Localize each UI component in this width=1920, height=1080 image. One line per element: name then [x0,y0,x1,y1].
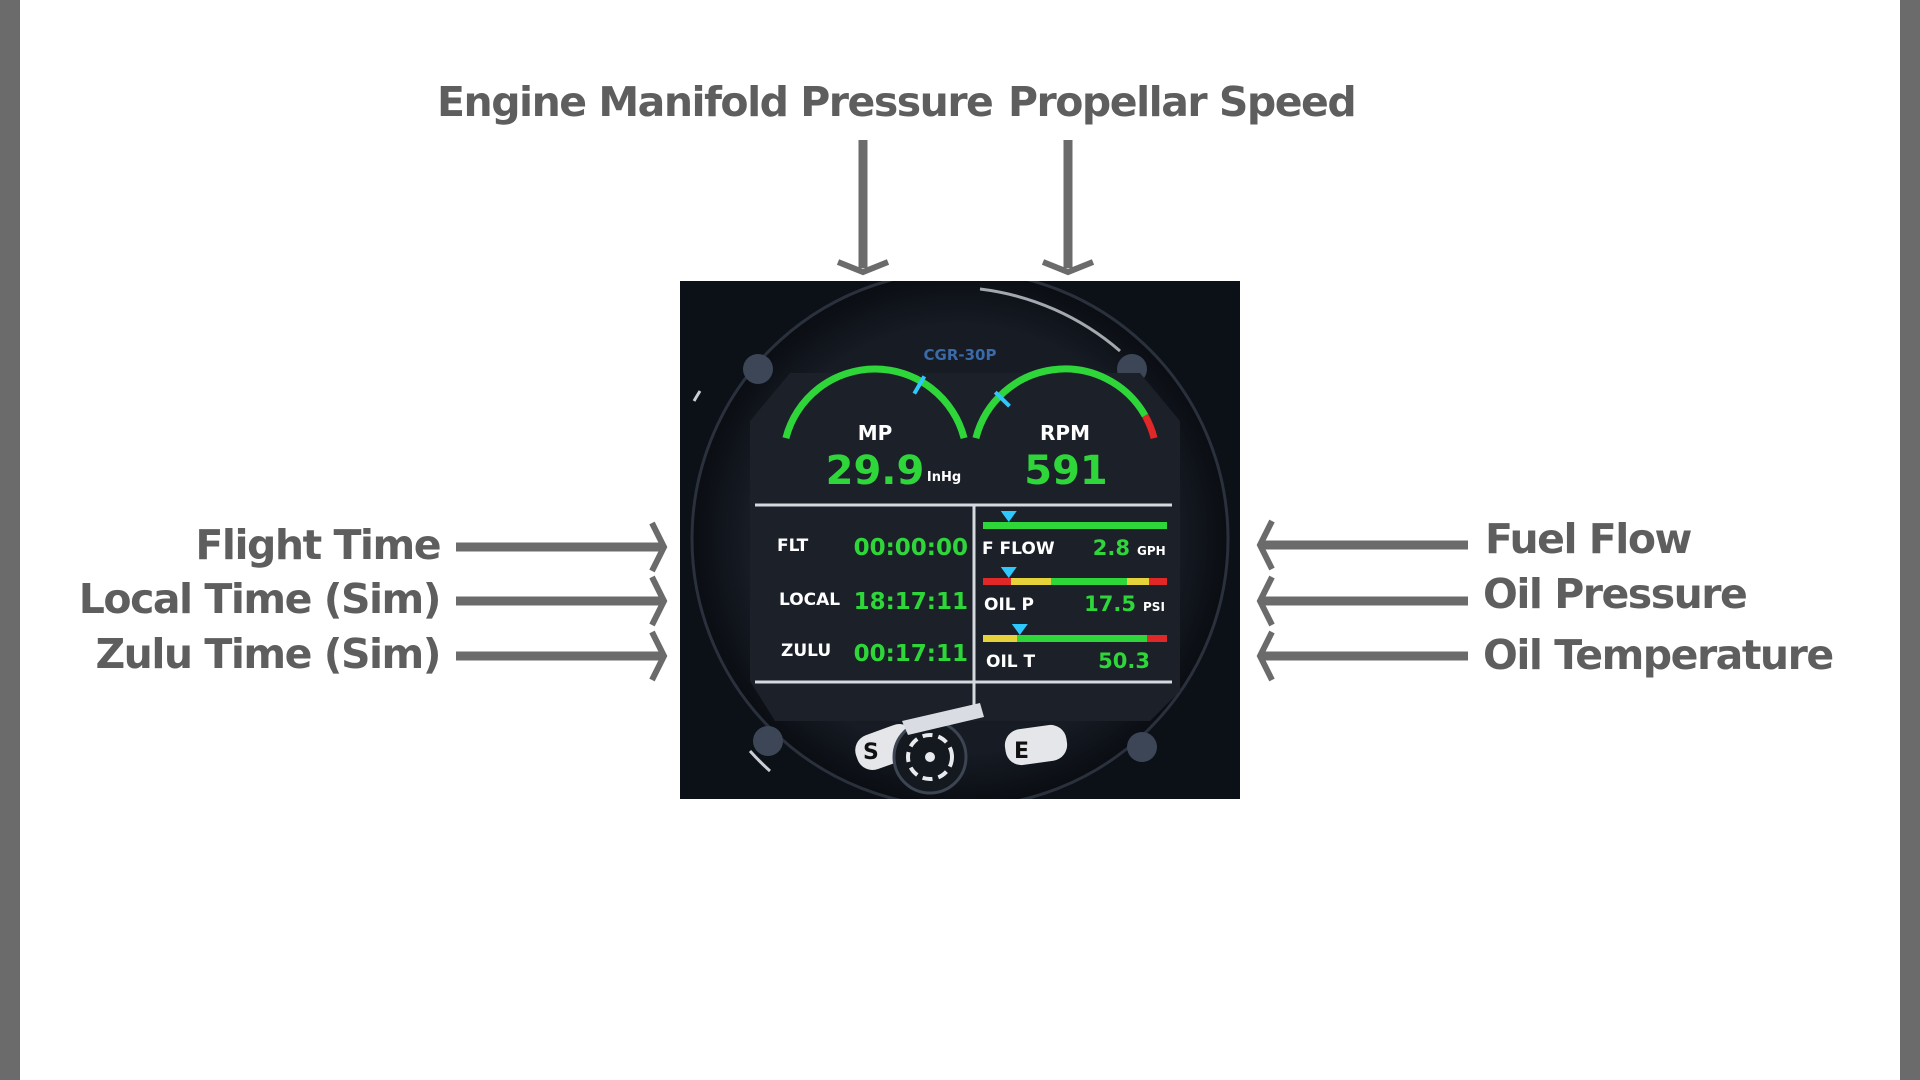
manifold-pressure-label: Engine Manifold Pressure [437,78,994,126]
instrument-graphic: CGR-30P MP 29.9 InHg RPM 591 FLT 00:00:0… [680,281,1240,799]
rpm-label: RPM [1040,421,1090,445]
fuel-flow-pointer [1000,511,1017,522]
arrow-manifold-pressure [836,140,890,276]
arrow-oil-pressure [1256,575,1468,627]
screw-icon [753,726,783,756]
screw-icon [1127,732,1157,762]
oil-temperature-bar-label: OIL T [986,652,1036,672]
right-border [1900,0,1920,1080]
oil-pressure-bar: OIL P 17.5 PSI [983,567,1167,616]
rpm-redline [1142,413,1158,440]
selector-knob: S E [855,703,1068,795]
left-border [0,0,20,1080]
oil-temperature-pointer [1011,624,1028,635]
time-rows: FLT 00:00:00 LOCAL 18:17:11 ZULU 00:17:1… [777,535,968,667]
zulu-label: ZULU [781,641,831,661]
fuel-flow-label: Fuel Flow [1485,515,1692,563]
zulu-value: 00:17:11 [854,641,968,667]
rpm-arc [972,365,1149,439]
arrow-oil-temperature [1256,630,1468,682]
arrow-fuel-flow [1256,519,1468,571]
fuel-flow-bar: F FLOW 2.8 GPH [982,511,1167,560]
arrow-propeller-speed [1041,140,1095,276]
oil-pressure-bar-label: OIL P [984,595,1034,615]
mp-label: MP [858,421,893,445]
arrow-zulu-time [456,630,668,682]
oil-pressure-value: 17.5 [1084,592,1136,616]
fuel-flow-unit: GPH [1137,544,1166,558]
oil-temperature-value: 50.3 [1098,649,1150,673]
mp-needle [912,375,927,395]
model-label: CGR-30P [924,346,997,364]
oil-temperature-bar: OIL T 50.3 [983,624,1167,673]
fuel-flow-bar-label: F FLOW [982,539,1055,559]
local-time-label: Local Time (Sim) [78,575,442,623]
rpm-gauge: RPM 591 [972,365,1158,494]
display-screen [750,373,1180,721]
mp-value: 29.9 [826,448,925,494]
screw-icon [743,354,773,384]
flt-label: FLT [777,536,809,556]
local-label: LOCAL [779,590,840,610]
fuel-flow-value: 2.8 [1093,536,1130,560]
oil-temperature-label: Oil Temperature [1483,631,1834,679]
rpm-value: 591 [1024,448,1108,494]
knob-right-letter: E [1014,739,1029,764]
oil-pressure-pointer [1000,567,1017,578]
zulu-time-label: Zulu Time (Sim) [95,630,441,678]
knob-left-letter: S [863,740,879,765]
mp-unit: InHg [927,470,961,485]
rpm-needle [993,390,1011,408]
oil-pressure-unit: PSI [1143,600,1165,614]
propeller-speed-label: Propellar Speed [1008,78,1357,126]
arrow-local-time [456,575,668,627]
mp-gauge: MP 29.9 InHg [782,365,968,494]
flight-time-label: Flight Time [195,521,441,569]
engine-monitor-instrument: CGR-30P MP 29.9 InHg RPM 591 FLT 00:00:0… [680,281,1240,799]
mp-arc [782,365,968,439]
flt-value: 00:00:00 [854,535,968,561]
local-value: 18:17:11 [854,589,968,615]
oil-pressure-label: Oil Pressure [1483,570,1748,618]
arrow-flight-time [456,521,668,573]
